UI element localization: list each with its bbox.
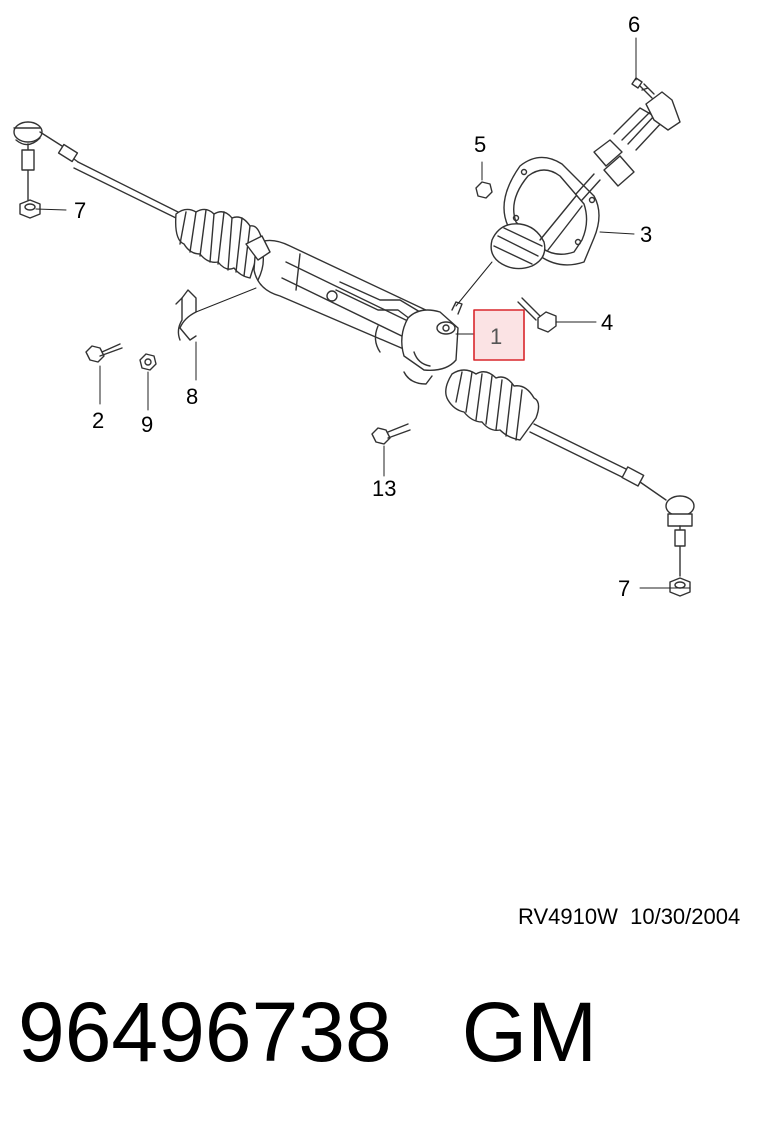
right-nut [669,577,691,597]
callout-6: 6 [628,12,640,37]
clamp-nut [139,353,157,371]
intermediate-shaft [575,91,681,201]
callout-labels: 1 2 3 4 5 6 7 7 8 9 13 [74,12,652,601]
callout-9: 9 [141,412,153,437]
callout-13: 13 [372,476,396,501]
left-tie-rod [13,121,179,219]
housing-bolt [371,423,411,445]
brand-name: GM [461,985,598,1079]
callout-7-left: 7 [74,198,86,223]
callout-3: 3 [640,222,652,247]
clamp-bolt [85,343,123,363]
reference-date: 10/30/2004 [630,904,741,929]
callout-2: 2 [92,408,104,433]
right-boot [445,369,540,441]
callout-5: 5 [474,132,486,157]
left-nut [19,199,41,219]
callout-8: 8 [186,384,198,409]
coupling-boot [490,195,583,270]
part-number-line: 96496738 GM [18,990,597,1074]
pinion-bolt [517,297,557,333]
reference-code: RV4910W 10/30/2004 [518,904,740,930]
left-boot [174,208,263,279]
highlight-box [473,309,525,361]
pinion-housing [374,301,463,385]
leader-lines [35,37,691,589]
callout-1: 1 [490,324,502,349]
pinch-bolt [631,77,655,99]
part-number: 96496738 [18,985,392,1079]
right-tie-rod [529,423,695,577]
reference-id: RV4910W [518,904,618,929]
callout-4: 4 [601,310,613,335]
steering-rack-diagram: 1 2 3 4 5 6 7 7 8 9 13 [13,12,695,601]
callout-7-right: 7 [618,576,630,601]
mounting-clamp [175,289,197,341]
flange-nut [475,181,493,199]
